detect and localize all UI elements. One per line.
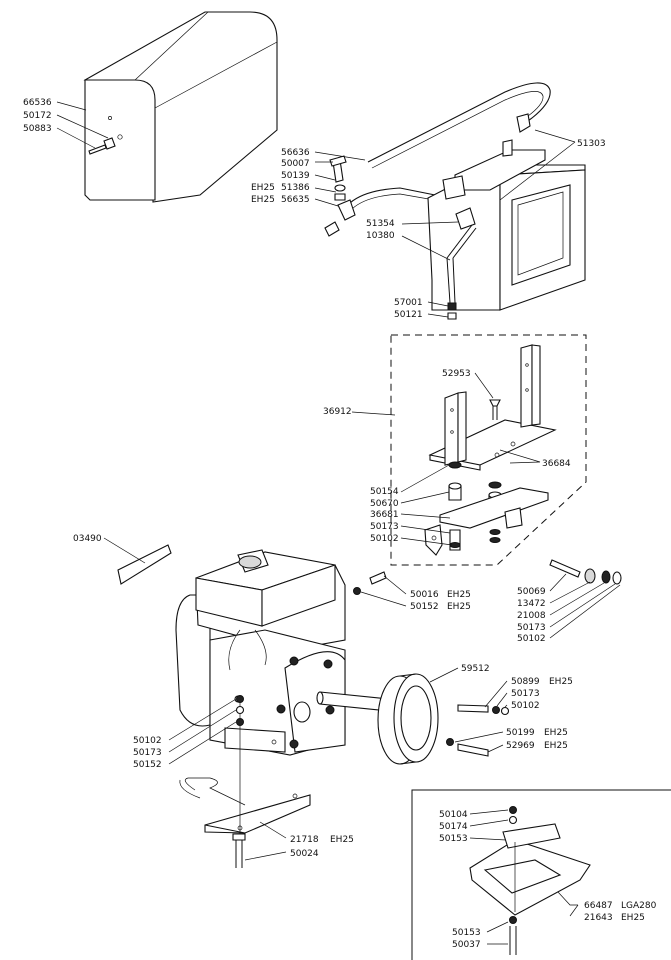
drive-coupling — [377, 673, 439, 765]
label-56635: 56635 — [281, 195, 310, 205]
decal-strip — [117, 544, 172, 585]
suffix-50899: EH25 — [549, 677, 573, 687]
label-50152-foot: 50152 — [133, 760, 162, 770]
battery-hold-down-rod — [446, 224, 477, 320]
base-plate — [179, 777, 311, 868]
label-50102-coupling: 50102 — [511, 701, 540, 711]
label-50121: 50121 — [394, 310, 423, 320]
label-50152-engine: 50152 — [410, 602, 439, 612]
label-50670: 50670 — [370, 499, 399, 509]
suffix-56635: EH25 — [251, 195, 275, 205]
label-50153-inset-top: 50153 — [439, 834, 468, 844]
label-52969: 52969 — [506, 741, 535, 751]
battery-cable-positive — [367, 82, 551, 169]
label-50102-foot: 50102 — [133, 736, 162, 746]
label-66487: 66487 — [584, 901, 613, 911]
suffix-21718: EH25 — [330, 835, 354, 845]
label-51303: 51303 — [577, 139, 606, 149]
label-51354: 51354 — [366, 219, 395, 229]
label-56636: 56636 — [281, 148, 310, 158]
battery-terminal-bolt — [329, 155, 347, 201]
label-50104: 50104 — [439, 810, 468, 820]
leader-lines — [56, 101, 621, 945]
label-50199: 50199 — [506, 728, 535, 738]
label-13472: 13472 — [517, 599, 546, 609]
inset-mount-plate — [469, 806, 591, 955]
label-50024: 50024 — [290, 849, 319, 859]
label-50069: 50069 — [517, 587, 546, 597]
engine-mount-bracket — [424, 487, 549, 556]
label-36681: 36681 — [370, 510, 399, 520]
label-50173-bracket: 50173 — [370, 522, 399, 532]
label-50883: 50883 — [23, 124, 52, 134]
suffix-50199: EH25 — [544, 728, 568, 738]
label-50173-right: 50173 — [517, 623, 546, 633]
label-36684: 36684 — [542, 459, 571, 469]
label-03490: 03490 — [73, 534, 102, 544]
fuel-tank — [83, 11, 278, 203]
battery-box — [427, 139, 586, 311]
label-50037: 50037 — [452, 940, 481, 950]
label-50154: 50154 — [370, 487, 399, 497]
label-50153-inset-bottom: 50153 — [452, 928, 481, 938]
suffix-21643: EH25 — [621, 913, 645, 923]
label-50007: 50007 — [281, 159, 310, 169]
engine — [175, 549, 346, 756]
label-50173-foot: 50173 — [133, 748, 162, 758]
label-50102-bracket: 50102 — [370, 534, 399, 544]
label-50174: 50174 — [439, 822, 468, 832]
label-10380: 10380 — [366, 231, 395, 241]
suffix-51386: EH25 — [251, 183, 275, 193]
tank-bolt — [88, 137, 116, 155]
label-50172: 50172 — [23, 111, 52, 121]
label-51386: 51386 — [281, 183, 310, 193]
label-59512: 59512 — [461, 664, 490, 674]
battery-mount-bracket — [428, 344, 557, 471]
label-21008: 21008 — [517, 611, 546, 621]
label-21643: 21643 — [584, 913, 613, 923]
inset-frame — [411, 789, 671, 960]
suffix-50016: EH25 — [447, 590, 471, 600]
label-57001: 57001 — [394, 298, 423, 308]
label-66536: 66536 — [23, 98, 52, 108]
suffix-66487: LGA280 — [621, 901, 657, 911]
coupling-bolts — [446, 704, 510, 757]
suffix-50152-engine: EH25 — [447, 602, 471, 612]
engine-mount-bolt — [353, 571, 387, 595]
bracket-assembly-outline — [390, 334, 587, 566]
label-50173-coupling: 50173 — [511, 689, 540, 699]
label-50139: 50139 — [281, 171, 310, 181]
label-50016: 50016 — [410, 590, 439, 600]
right-side-fasteners — [549, 559, 622, 585]
bracket-screw — [489, 399, 501, 420]
label-21718: 21718 — [290, 835, 319, 845]
engine-foot-fasteners — [235, 695, 245, 726]
label-50899: 50899 — [511, 677, 540, 687]
label-52953: 52953 — [442, 369, 471, 379]
suffix-52969: EH25 — [544, 741, 568, 751]
label-50102-right: 50102 — [517, 634, 546, 644]
label-36912: 36912 — [323, 407, 352, 417]
callout-labels: 66536 50172 50883 56636 50007 50139 EH25… — [23, 98, 657, 950]
